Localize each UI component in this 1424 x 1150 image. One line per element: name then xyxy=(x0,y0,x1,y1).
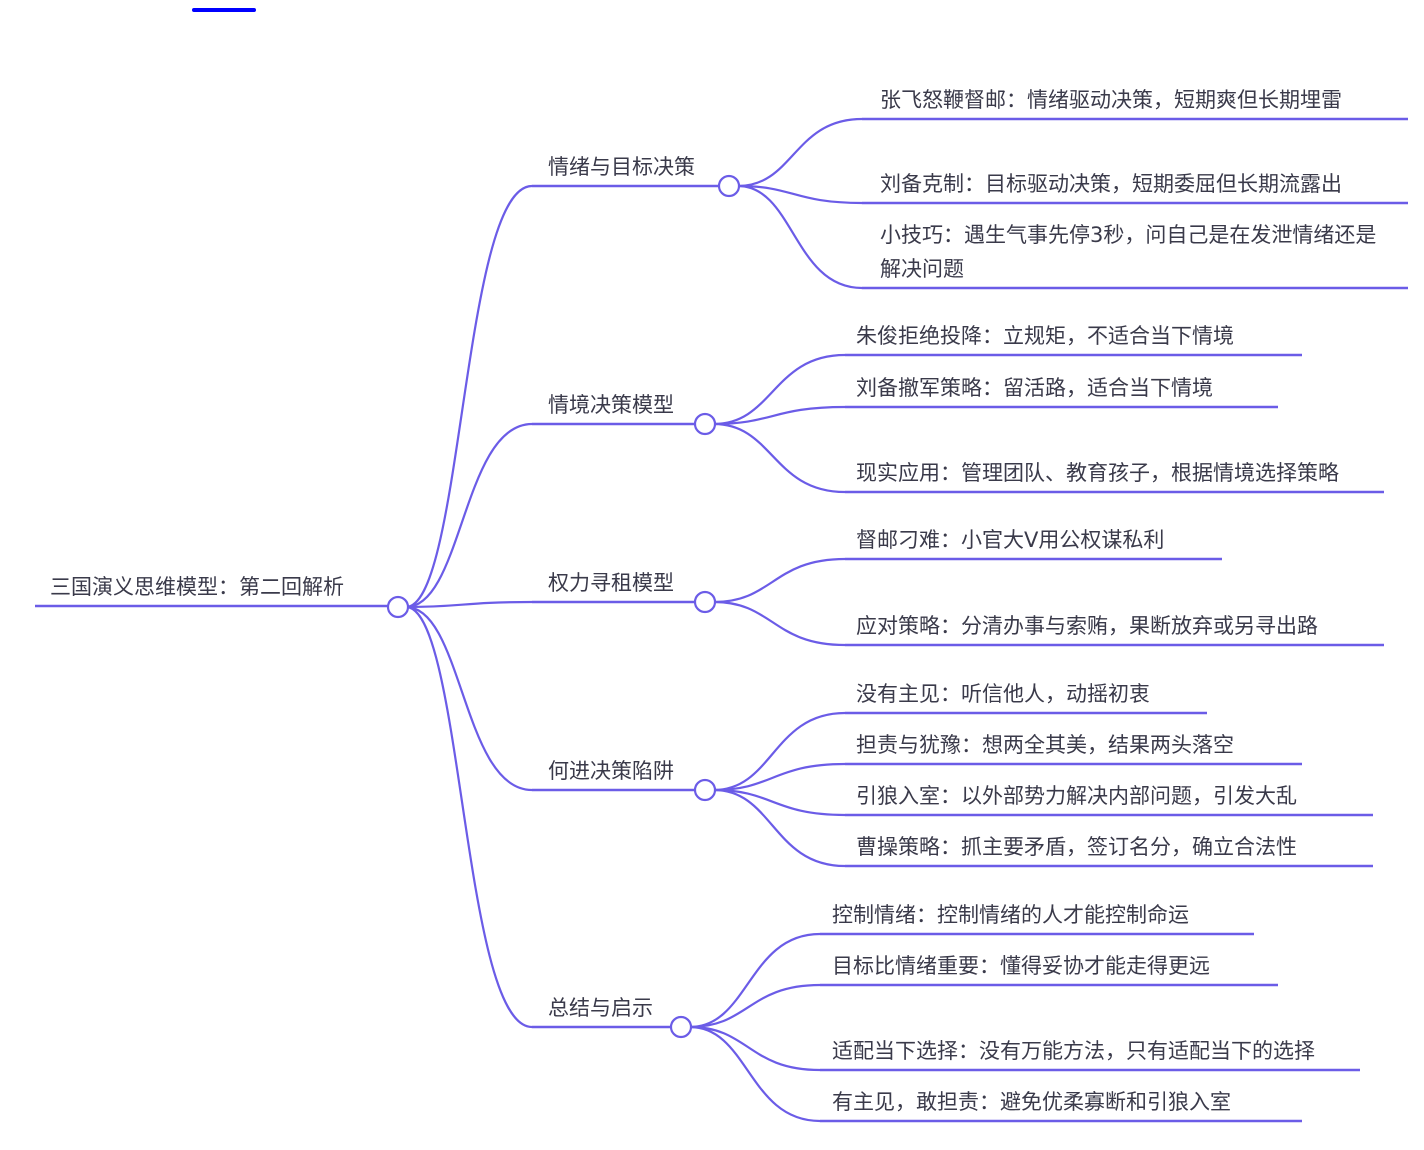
leaf-connector xyxy=(689,983,821,1029)
root-branch-connector xyxy=(405,600,533,609)
branch-collapse-toggle[interactable] xyxy=(693,778,717,802)
branch-collapse-toggle[interactable] xyxy=(693,412,717,436)
leaf-connector xyxy=(689,1025,821,1072)
leaf-node-label[interactable]: 适配当下选择：没有万能方法，只有适配当下的选择 xyxy=(832,1039,1315,1063)
leaf-node-label[interactable]: 刘备克制：目标驱动决策，短期委屈但长期流露出 xyxy=(880,172,1342,196)
leaf-connector xyxy=(689,932,821,1029)
leaf-node-label[interactable]: 张飞怒鞭督邮：情绪驱动决策，短期爽但长期埋雷 xyxy=(880,88,1342,112)
branch-node-label[interactable]: 权力寻租模型 xyxy=(548,571,674,595)
leaf-connector xyxy=(737,184,863,205)
root-branch-connector xyxy=(405,605,533,1029)
top-indicator-bar xyxy=(192,8,256,12)
leaf-node-label[interactable]: 应对策略：分清办事与索贿，果断放弃或另寻出路 xyxy=(856,614,1318,638)
branch-collapse-toggle[interactable] xyxy=(669,1015,693,1039)
branch-node-label[interactable]: 何进决策陷阱 xyxy=(548,759,674,783)
leaf-node-label[interactable]: 有主见，敢担责：避免优柔寡断和引狼入室 xyxy=(832,1090,1231,1114)
leaf-connector xyxy=(713,422,846,494)
leaf-connector xyxy=(713,600,846,647)
branch-node-label[interactable]: 情境决策模型 xyxy=(548,393,674,417)
root-branch-connector xyxy=(405,605,533,792)
branch-node-label[interactable]: 情绪与目标决策 xyxy=(548,155,695,179)
leaf-connector xyxy=(737,117,863,188)
leaf-node-label[interactable]: 担责与犹豫：想两全其美，结果两头落空 xyxy=(856,733,1234,757)
root-collapse-toggle[interactable] xyxy=(386,595,410,619)
branch-collapse-toggle[interactable] xyxy=(693,590,717,614)
leaf-node-label[interactable]: 小技巧：遇生气事先停3秒，问自己是在发泄情绪还是解决问题 xyxy=(880,223,1377,281)
leaf-connector xyxy=(713,788,846,817)
leaf-connector xyxy=(713,711,846,792)
root-node-label[interactable]: 三国演义思维模型：第二回解析 xyxy=(50,575,344,599)
root-branch-connector xyxy=(405,422,533,609)
root-branch-connector xyxy=(405,184,533,609)
leaf-node-label[interactable]: 引狼入室：以外部势力解决内部问题，引发大乱 xyxy=(856,784,1297,808)
leaf-node-label[interactable]: 刘备撤军策略：留活路，适合当下情境 xyxy=(856,376,1213,400)
leaf-connector xyxy=(713,788,846,868)
leaf-connector xyxy=(713,762,846,792)
leaf-node-label[interactable]: 现实应用：管理团队、教育孩子，根据情境选择策略 xyxy=(856,461,1339,485)
leaf-node-label[interactable]: 督邮刁难：小官大V用公权谋私利 xyxy=(856,528,1165,552)
leaf-node-label[interactable]: 控制情绪：控制情绪的人才能控制命运 xyxy=(832,903,1189,927)
leaf-node-label[interactable]: 曹操策略：抓主要矛盾，签订名分，确立合法性 xyxy=(856,835,1297,859)
leaf-connector xyxy=(713,405,846,426)
leaf-connector xyxy=(713,557,846,604)
leaf-node-label[interactable]: 没有主见：听信他人，动摇初衷 xyxy=(856,682,1150,706)
leaf-connector xyxy=(737,184,863,290)
branch-collapse-toggle[interactable] xyxy=(717,174,741,198)
leaf-node-label[interactable]: 朱俊拒绝投降：立规矩，不适合当下情境 xyxy=(856,324,1234,348)
leaf-connector xyxy=(713,353,846,426)
branch-node-label[interactable]: 总结与启示 xyxy=(548,996,653,1020)
leaf-connector xyxy=(689,1025,821,1123)
leaf-node-label[interactable]: 目标比情绪重要：懂得妥协才能走得更远 xyxy=(832,954,1210,978)
